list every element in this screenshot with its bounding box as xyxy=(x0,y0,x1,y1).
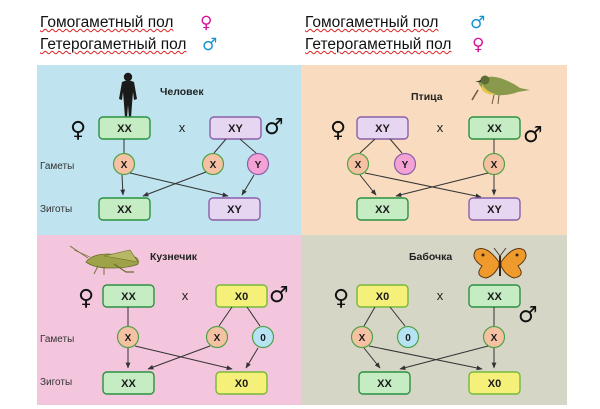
zygote-box xyxy=(215,371,268,395)
zygote-box xyxy=(208,197,261,221)
gamete-label: X xyxy=(214,333,221,344)
gamete-label: X xyxy=(121,160,128,171)
panel-butterfly: Бабочка ♀ X0 x XX ♂ X 0 X XX X0 xyxy=(333,247,538,395)
gamete-circle xyxy=(482,325,506,349)
gamete-label: X xyxy=(491,333,498,344)
panel-bird: Птица ♀ XY x XX ♂ X Y X XX XY xyxy=(330,75,543,221)
butterfly-icon xyxy=(473,247,527,279)
parent-genotype-left: XX xyxy=(117,123,132,135)
gamete-circle xyxy=(112,152,136,176)
zygote-box xyxy=(102,371,155,395)
header-right-text-2: Гетерогаметный пол xyxy=(305,36,452,53)
gamete-circle xyxy=(251,325,275,349)
gamete-label: X xyxy=(491,160,498,171)
gamete-label: 0 xyxy=(405,333,411,344)
header-left-text-1: Гомогаметный пол xyxy=(40,14,174,31)
panel-butterfly-background xyxy=(301,235,567,405)
gamete-label: X xyxy=(359,333,366,344)
gamete-circle xyxy=(246,152,270,176)
panel-human: Человек ♀ XX x XY ♂ Гаметы Зиготы X X Y … xyxy=(40,72,284,221)
panel-bird-background xyxy=(301,65,567,235)
header-left-line-2: Гетерогаметный пол xyxy=(40,36,186,54)
male-symbol-icon: ♂ xyxy=(518,303,538,328)
gamete-label: X xyxy=(125,333,132,344)
parent-box-left xyxy=(356,116,409,140)
gamete-circle xyxy=(116,325,140,349)
parent-genotype-left: XY xyxy=(375,123,390,135)
male-symbol-icon: ♂ xyxy=(202,35,218,55)
header-right-text-1: Гомогаметный пол xyxy=(305,14,439,31)
parent-genotype-right: XX xyxy=(487,123,502,135)
zygote-genotype: XX xyxy=(375,204,390,216)
zygote-box xyxy=(358,371,411,395)
female-symbol-icon: ♀ xyxy=(200,13,213,33)
zygote-box xyxy=(468,197,521,221)
bird-icon xyxy=(471,75,530,105)
gametes-label: Гаметы xyxy=(40,161,74,172)
gamete-label: 0 xyxy=(260,333,266,344)
male-symbol-icon: ♂ xyxy=(264,115,284,140)
panel-title: Бабочка xyxy=(409,251,452,263)
parent-genotype-left: X0 xyxy=(376,291,389,303)
gamete-circle xyxy=(482,152,506,176)
panel-title: Человек xyxy=(160,86,204,98)
header-right-line-1: Гомогаметный пол xyxy=(305,14,438,32)
parent-box-right xyxy=(215,284,268,308)
parent-box-left xyxy=(356,284,409,308)
zygote-genotype: XX xyxy=(377,378,392,390)
gamete-circle xyxy=(396,325,420,349)
human-silhouette-icon xyxy=(119,72,137,118)
male-symbol-icon: ♂ xyxy=(523,123,543,148)
gamete-label: X xyxy=(355,160,362,171)
female-symbol-icon: ♀ xyxy=(78,286,94,311)
gamete-circle xyxy=(393,152,417,176)
parent-genotype-left: XX xyxy=(121,291,136,303)
panel-grasshopper: Кузнечик ♀ XX x X0 ♂ Гаметы Зиготы X X 0… xyxy=(40,245,289,395)
gamete-label: Y xyxy=(255,160,262,171)
zygotes-label: Зиготы xyxy=(40,377,72,388)
gamete-circle xyxy=(350,325,374,349)
gamete-circle xyxy=(346,152,370,176)
cross-sign: x xyxy=(179,120,186,135)
grasshopper-icon xyxy=(69,245,139,275)
female-symbol-icon: ♀ xyxy=(330,118,346,143)
header-right-line-2: Гетерогаметный пол xyxy=(305,36,451,54)
panel-title: Птица xyxy=(411,91,443,103)
gamete-label: X xyxy=(210,160,217,171)
gamete-circle xyxy=(201,152,225,176)
parent-box-right xyxy=(209,116,262,140)
panel-title: Кузнечик xyxy=(150,251,198,263)
zygote-genotype: X0 xyxy=(235,378,248,390)
zygotes-label: Зиготы xyxy=(40,204,72,215)
header-left-line-1: Гомогаметный пол xyxy=(40,14,173,32)
zygote-genotype: X0 xyxy=(488,378,501,390)
zygote-genotype: XX xyxy=(117,204,132,216)
male-symbol-icon: ♂ xyxy=(470,13,486,33)
gamete-circle xyxy=(205,325,229,349)
parent-genotype-right: XX xyxy=(487,291,502,303)
parent-genotype-right: XY xyxy=(228,123,243,135)
male-symbol-icon: ♂ xyxy=(269,283,289,308)
female-symbol-icon: ♀ xyxy=(333,286,349,311)
zygote-genotype: XX xyxy=(121,378,136,390)
cross-sign: x xyxy=(437,288,444,303)
header-left-text-2: Гетерогаметный пол xyxy=(40,36,187,53)
cross-sign: x xyxy=(182,288,189,303)
gametes-label: Гаметы xyxy=(40,334,74,345)
zygote-box xyxy=(98,197,151,221)
female-symbol-icon: ♀ xyxy=(472,35,485,55)
zygote-genotype: XY xyxy=(487,204,502,216)
zygote-box xyxy=(468,371,521,395)
gamete-label: Y xyxy=(402,160,409,171)
zygote-box xyxy=(356,197,409,221)
parent-genotype-right: X0 xyxy=(235,291,248,303)
female-symbol-icon: ♀ xyxy=(70,118,86,143)
zygote-genotype: XY xyxy=(227,204,242,216)
cross-sign: x xyxy=(437,120,444,135)
